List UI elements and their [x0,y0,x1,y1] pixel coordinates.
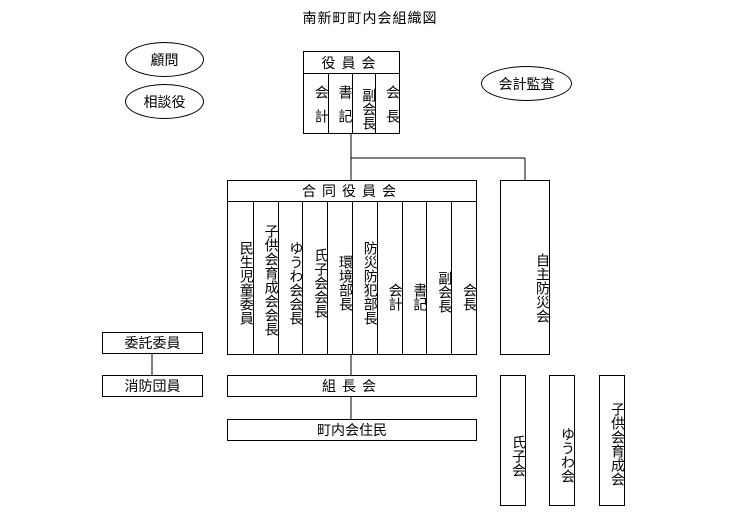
yakuinkai-col-shoki: 書記 [327,74,353,133]
godo-col-yuwa: ゆうわ会会長 [277,202,303,354]
page-title: 南新町町内会組織図 [302,11,438,27]
audit-oval: 会計監査 [481,66,572,101]
godo-col-kodomo: 子供会育成会会長 [252,202,279,354]
godo-col-kaikei: 会計 [376,202,403,354]
group-yuwa: ゆうわ会 [549,375,575,506]
yakuinkai-cols: 会計 書記 副会長 会長 [304,74,400,133]
godo-col-minsei: 民生児童委員 [237,241,254,325]
godo-col-fukukaicho: 副会長 [426,202,452,354]
group-kodomo: 子供会育成会 [599,375,625,506]
godo-box: 合同役員会 民生児童委員 子供会育成会会長 ゆうわ会会長 氏子会会長 環境部長 … [227,180,477,355]
godo-cols: 民生児童委員 子供会育成会会長 ゆうわ会会長 氏子会会長 環境部長 防災防犯部長… [228,202,477,354]
advisor-komon: 顧問 [125,42,204,77]
godo-col-ujiko: 氏子会会長 [302,202,328,354]
yakuinkai-col-kaicho: 会長 [375,74,400,133]
godo-col-shoki: 書記 [401,202,427,354]
advisor-sodanyaku: 相談役 [125,84,204,119]
jumin-box: 町内会住民 [227,419,477,441]
godo-header: 合同役員会 [228,181,476,202]
kumicho-box: 組長会 [227,375,477,397]
group-ujiko: 氏子会 [500,375,526,506]
yakuinkai-col-kaikei: 会計 [312,84,329,133]
shobo-box: 消防団員 [102,375,203,397]
jishu-bosai-box: 自主防災会 [500,180,550,355]
yakuinkai-header: 役員会 [304,52,399,74]
yakuinkai-box: 役員会 会計 書記 副会長 会長 [303,51,400,134]
yakuinkai-col-fukukaicho: 副会長 [351,74,376,133]
godo-col-kankyo: 環境部長 [327,202,353,354]
godo-col-bosai: 防災防犯部長 [352,202,378,354]
godo-col-kaicho: 会長 [451,202,477,354]
itaku-box: 委託委員 [102,332,203,354]
